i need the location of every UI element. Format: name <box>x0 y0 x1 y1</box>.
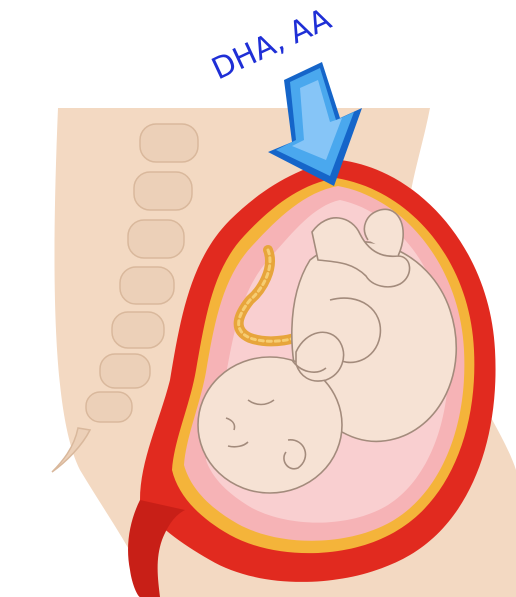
pregnancy-diagram: DHA, AA <box>0 0 516 597</box>
